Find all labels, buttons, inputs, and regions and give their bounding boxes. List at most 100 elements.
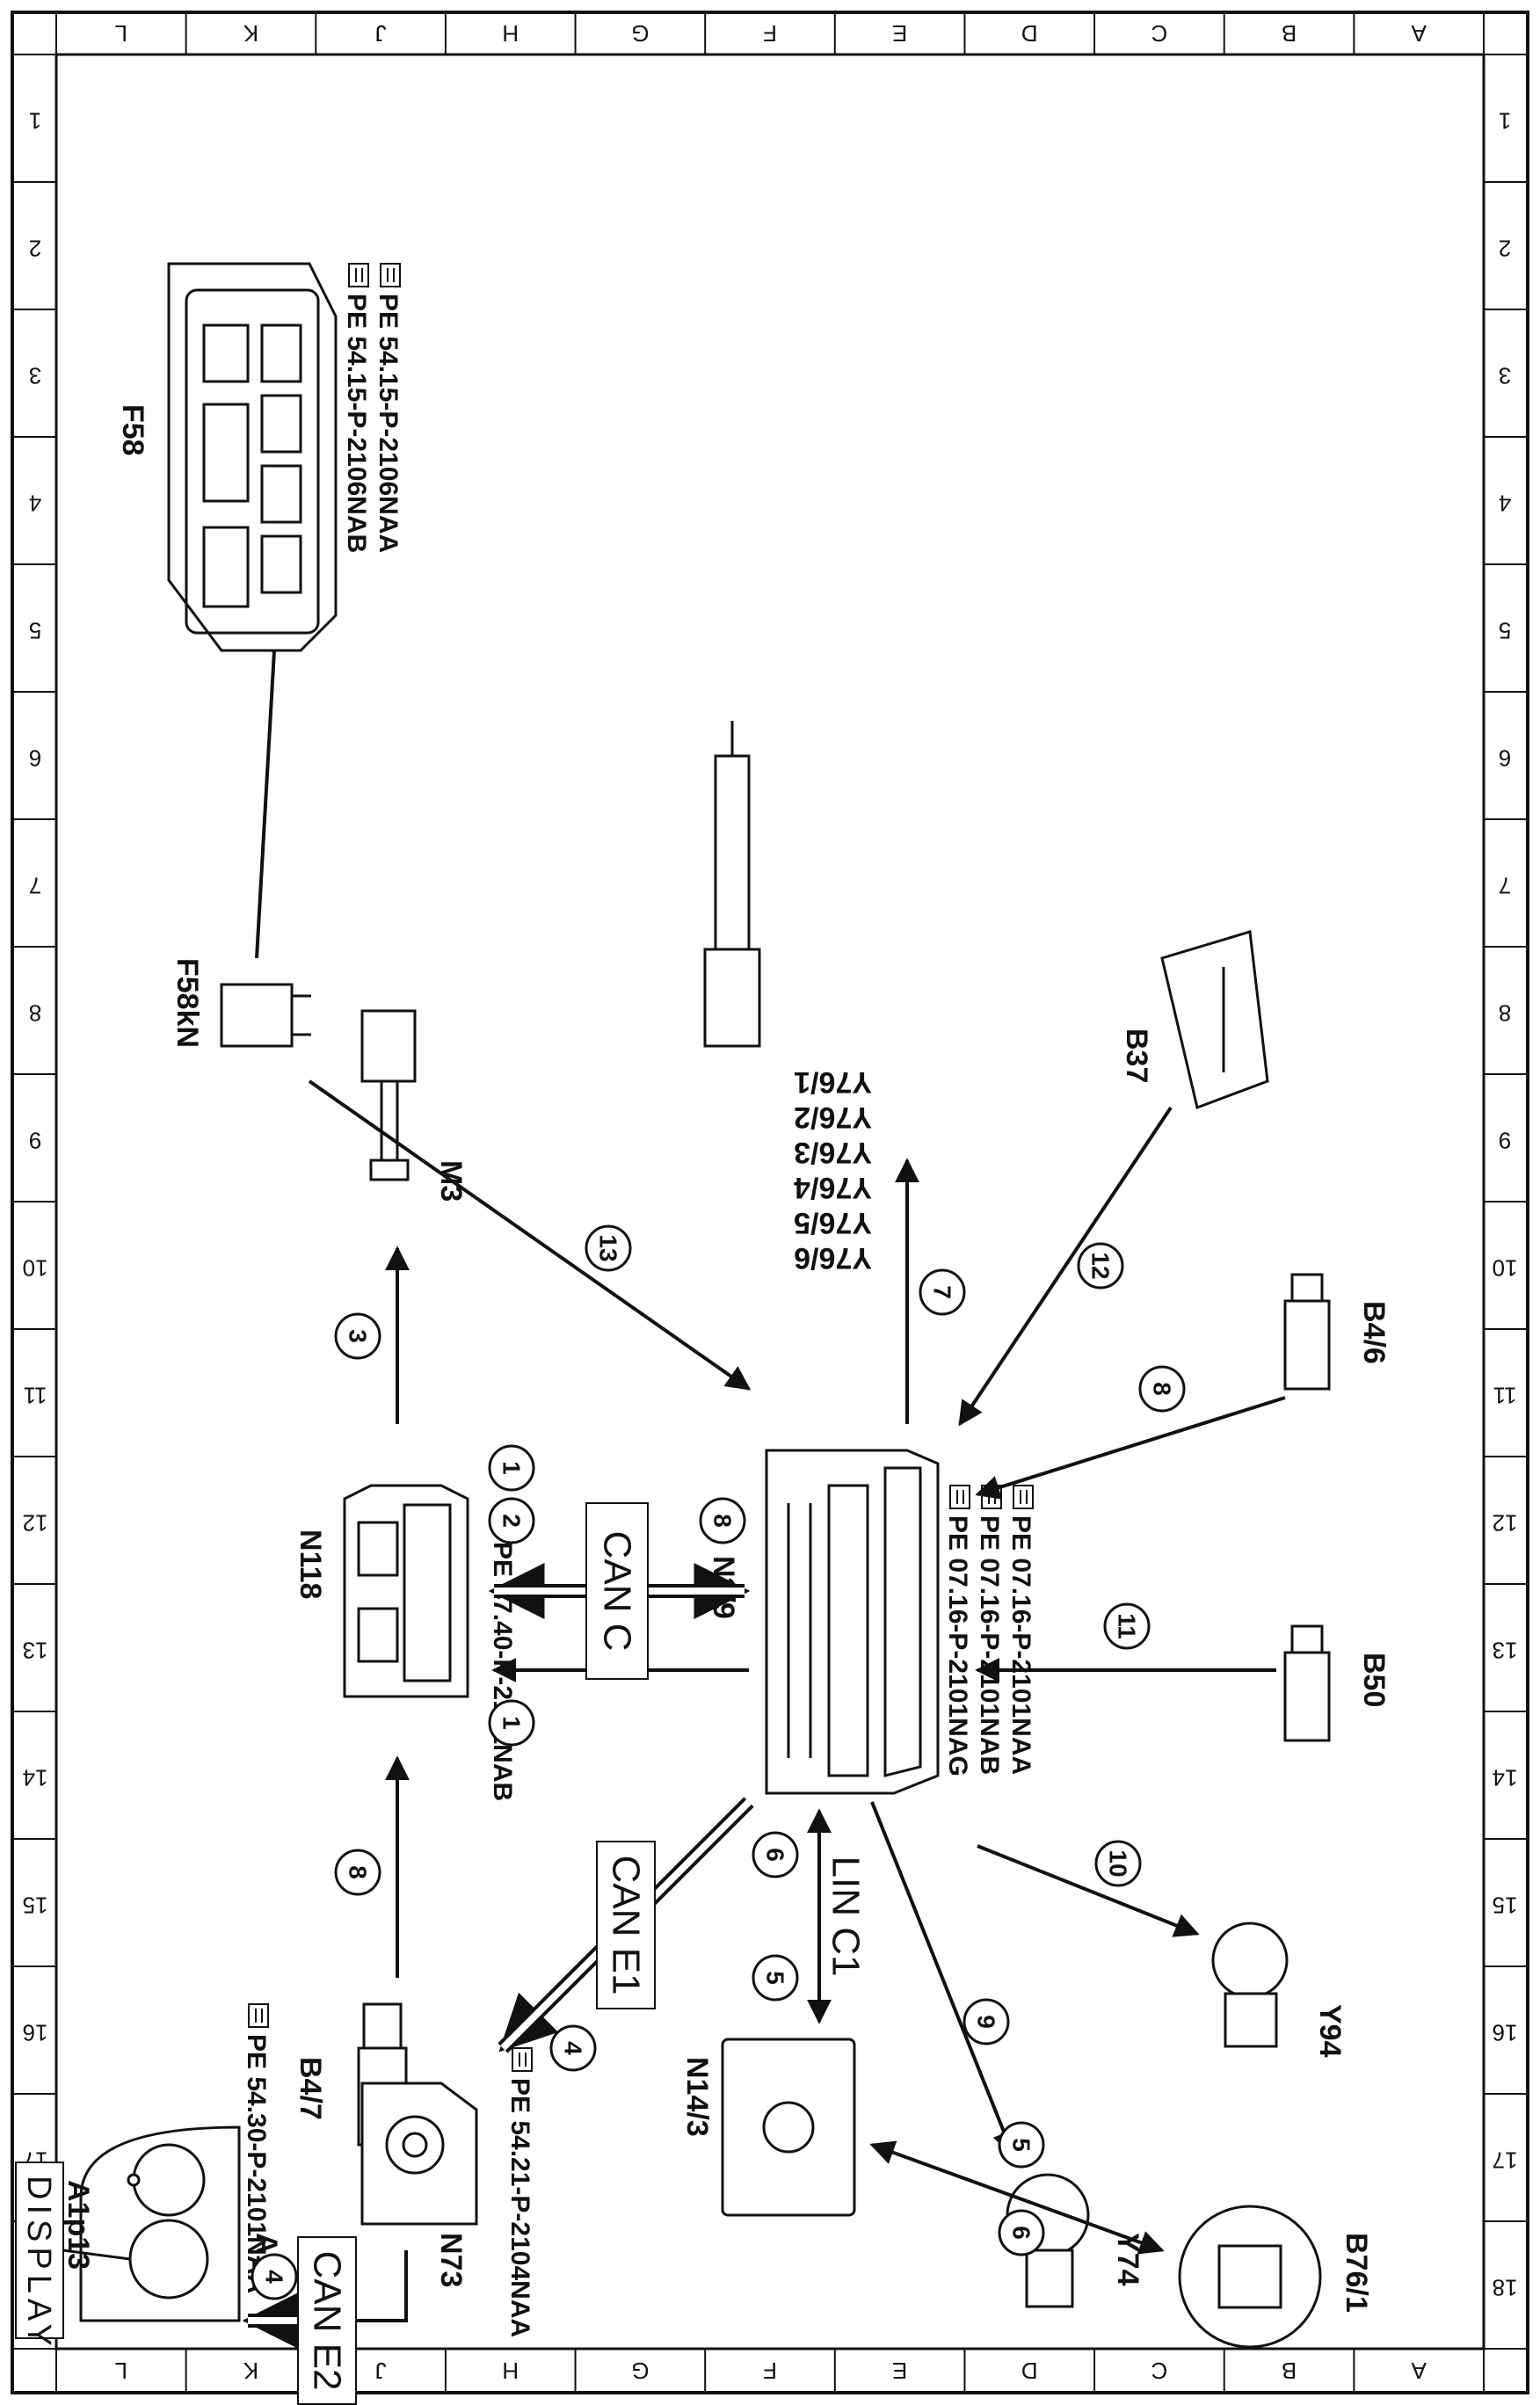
grid-column-letter: D — [1021, 20, 1038, 47]
y76-label: Y76/4 — [794, 1171, 872, 1204]
signal-arrow — [958, 1106, 1173, 1427]
reference-text: PE 07.16-P-2101NAA — [1006, 1515, 1035, 1775]
signal-number-8: 8 — [1138, 1365, 1186, 1413]
grid-row-number: 7 — [1499, 873, 1511, 899]
grid-column-letter: F — [763, 20, 777, 47]
grid-column-letter: C — [1151, 20, 1168, 47]
grid-column-letter: H — [502, 2358, 519, 2384]
grid-column-letter: L — [115, 20, 127, 47]
lin-c1-name: LIN C1 — [824, 1856, 868, 1977]
b4-6-label: B4/6 — [1357, 1301, 1391, 1364]
grid-row-number: 11 — [24, 1383, 47, 1409]
b76-1-glow-sensor — [1178, 2205, 1322, 2349]
grid-column-letter: K — [243, 20, 258, 47]
n3-9-engine-control-unit — [765, 1449, 940, 1795]
reference-text: PE 54.21-P-2104NAA — [505, 2078, 534, 2337]
grid-row-number: 7 — [29, 873, 41, 899]
signal-number-11: 11 — [1103, 1602, 1151, 1650]
signal-number-4: 4 — [549, 2024, 597, 2072]
f58kn-label: F58kN — [171, 958, 204, 1048]
reference-text: PE 54.15-P-2106NAB — [342, 294, 371, 553]
display-text: DISPLAY — [20, 2176, 57, 2351]
grid-row-number: 10 — [1493, 1255, 1518, 1282]
grid-row-number: 4 — [1499, 490, 1511, 517]
reference-text: PE 54.30-P-2101NAA — [242, 2034, 271, 2293]
bus-name: CAN C — [596, 1531, 639, 1652]
grid-column-letter: E — [892, 2358, 907, 2384]
signal-number-text: 2 — [498, 1514, 526, 1528]
y76-label: Y76/2 — [794, 1101, 872, 1134]
n73-electronic-ignition-switch — [360, 2082, 478, 2226]
grid-column-letter: G — [631, 20, 649, 47]
signal-number-5: 5 — [998, 2121, 1045, 2169]
signal-number-2: 2 — [488, 1497, 535, 1544]
grid-row-number: 18 — [1493, 2275, 1518, 2301]
reference-item: PE 54.15-P-2106NAA — [374, 263, 403, 553]
grid-row-number: 10 — [23, 1255, 48, 1282]
grid-row-number: 16 — [1493, 2020, 1518, 2046]
m3-fuel-pump — [360, 1009, 417, 1181]
f58-fuse-relay-box — [167, 262, 338, 652]
bus-name: CAN E2 — [306, 2251, 349, 2391]
signal-number-text: 4 — [261, 2270, 288, 2284]
grid-row-number: 3 — [1499, 363, 1511, 389]
bus-can-e2: CAN E2 — [242, 2236, 357, 2405]
grid-row-number: 9 — [1499, 1128, 1511, 1154]
grid-column-letter: B — [1282, 20, 1297, 47]
grid-row-number: 5 — [29, 618, 41, 644]
grid-column-letter: L — [115, 2358, 127, 2384]
y94-label: Y94 — [1313, 2004, 1347, 2058]
grid-column-letter: H — [502, 20, 519, 47]
grid-column-letter: E — [892, 20, 907, 47]
n118-fuel-pump-control-unit — [343, 1484, 469, 1698]
f58kn-relay — [220, 983, 311, 1048]
grid-column-letter: C — [1151, 2358, 1168, 2384]
signal-number-text: 6 — [762, 1848, 789, 1862]
bus-can-c: CAN C — [488, 1502, 751, 1680]
y76-label: Y76/3 — [794, 1136, 872, 1169]
grid-row-number: 15 — [1493, 1893, 1518, 1919]
signal-number-text: 10 — [1105, 1849, 1132, 1877]
signal-number-8: 8 — [699, 1497, 746, 1544]
grid-row-number: 3 — [29, 363, 41, 389]
reference-item: PE 54.30-P-2101NAA — [242, 2003, 271, 2293]
grid-row-number: 1 — [29, 108, 41, 134]
grid-row-number: 14 — [23, 1765, 48, 1791]
reference-item: PE 07.16-P-2101NAA — [1006, 1485, 1035, 1775]
signal-arrow — [975, 1396, 1286, 1500]
grid-column-letter: B — [1282, 2358, 1297, 2384]
grid-row-number: 15 — [23, 1893, 48, 1919]
a1-instrument-cluster — [79, 2125, 241, 2322]
signal-arrow — [870, 1801, 1016, 2156]
grid-row-number: 9 — [29, 1128, 41, 1154]
y76-label: Y76/6 — [794, 1241, 872, 1275]
signal-number-text: 5 — [762, 1971, 789, 1985]
signal-number-text: 7 — [929, 1285, 956, 1299]
bus-can-e1: CAN E1 — [498, 1797, 754, 2053]
grid-row-number: 8 — [1499, 1000, 1511, 1027]
grid-row-number: 6 — [1499, 745, 1511, 772]
signal-number-7: 7 — [919, 1268, 966, 1316]
grid-row-number: 5 — [1499, 618, 1511, 644]
signal-arrow — [977, 1844, 1200, 1937]
grid-row-number: 13 — [23, 1638, 48, 1664]
grid-row-number: 2 — [1499, 236, 1511, 262]
signal-number-12: 12 — [1077, 1242, 1124, 1290]
grid-row-number: 2 — [29, 236, 41, 262]
signal-number-text: 13 — [595, 1234, 622, 1261]
y76-label: Y76/1 — [794, 1065, 872, 1099]
y76-label: Y76/5 — [794, 1206, 872, 1239]
grid-row-number: 8 — [29, 1000, 41, 1027]
reference-item: PE 54.21-P-2104NAA — [505, 2047, 534, 2337]
signal-number-5: 5 — [752, 1954, 799, 2002]
n73-label: N73 — [434, 2233, 468, 2287]
n14-3-label: N14/3 — [680, 2057, 714, 2137]
signal-number-3: 3 — [334, 1312, 381, 1360]
grid-row-number: 4 — [29, 490, 41, 517]
signal-number-4: 4 — [251, 2253, 298, 2300]
y94-quantity-control-valve — [1211, 1922, 1289, 2048]
signal-arrow — [308, 1079, 752, 1391]
grid-row-number: 6 — [29, 745, 41, 772]
